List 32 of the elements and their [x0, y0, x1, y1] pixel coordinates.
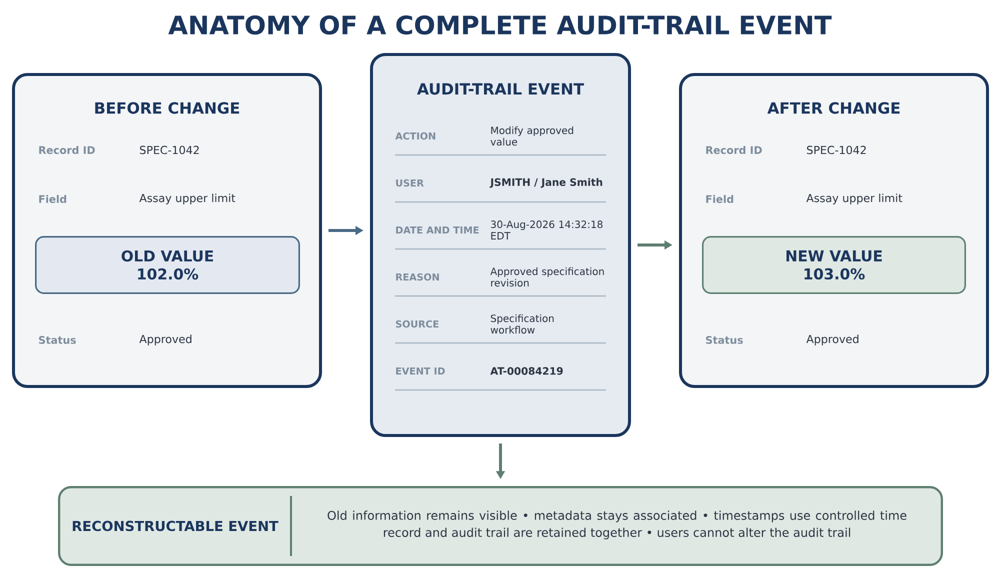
field-label: SOURCE	[396, 320, 438, 328]
field-value: Modify approved value	[490, 126, 574, 146]
field-label: USER	[396, 179, 424, 187]
field-value: Approved	[806, 334, 858, 346]
field-label: REASON	[396, 273, 439, 281]
field-value: Approved specification revision	[490, 267, 604, 287]
field-label: EVENT ID	[396, 368, 445, 374]
field-label: DATE AND TIME	[396, 226, 479, 234]
field-value: SPEC-1042	[140, 146, 199, 154]
field-label: Field	[39, 194, 66, 204]
value-box: NEW VALUE 103.0%	[702, 236, 966, 294]
field-label: Record ID	[706, 146, 762, 154]
field-label: ACTION	[395, 132, 436, 140]
field-value: 30-Aug-2026 14:32:18 EDT	[491, 220, 602, 240]
panel-heading: AFTER CHANGE	[767, 102, 900, 114]
field-value: Approved	[139, 334, 192, 346]
field-value: Assay upper limit	[806, 194, 902, 204]
summary-text: Old information remains visible • metadata stays associated • timestamps use controlled time record and audit trail are retained together • users cannot alter the audit trail	[328, 510, 906, 540]
field-value: AT-00084219	[490, 367, 563, 375]
field-label: Status	[706, 336, 743, 344]
panel-heading: BEFORE CHANGE	[95, 102, 240, 114]
field-value: Assay upper limit	[139, 194, 236, 204]
field-label: Status	[39, 336, 76, 344]
field-value: JSMITH / Jane Smith	[490, 178, 602, 188]
field-value: SPEC-1042	[807, 146, 866, 154]
panel-heading: AUDIT-TRAIL EVENT	[417, 83, 584, 95]
field-value: Specification workflow	[490, 314, 554, 334]
diagram-title: ANATOMY OF A COMPLETE AUDIT-TRAIL EVENT	[168, 15, 832, 35]
band-heading: RECONSTRUCTABLE EVENT	[72, 520, 278, 532]
field-label: Record ID	[39, 146, 95, 154]
value-box: OLD VALUE 102.0%	[35, 236, 300, 294]
field-label: Field	[706, 194, 734, 204]
